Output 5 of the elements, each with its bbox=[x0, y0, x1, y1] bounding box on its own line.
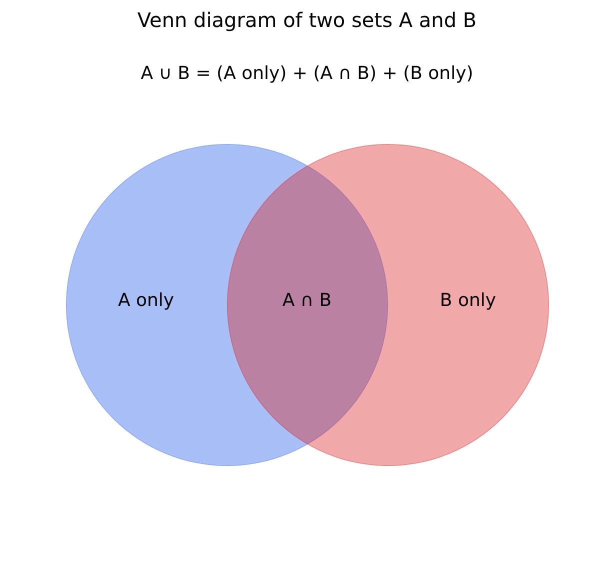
region-label: A ∩ B bbox=[282, 290, 332, 312]
region-label: B only bbox=[440, 290, 496, 312]
diagram-title: Venn diagram of two sets A and B bbox=[137, 8, 477, 32]
formula-text: A ∪ B = (A only) + (A ∩ B) + (B only) bbox=[140, 63, 474, 85]
region-label: A only bbox=[118, 290, 174, 312]
